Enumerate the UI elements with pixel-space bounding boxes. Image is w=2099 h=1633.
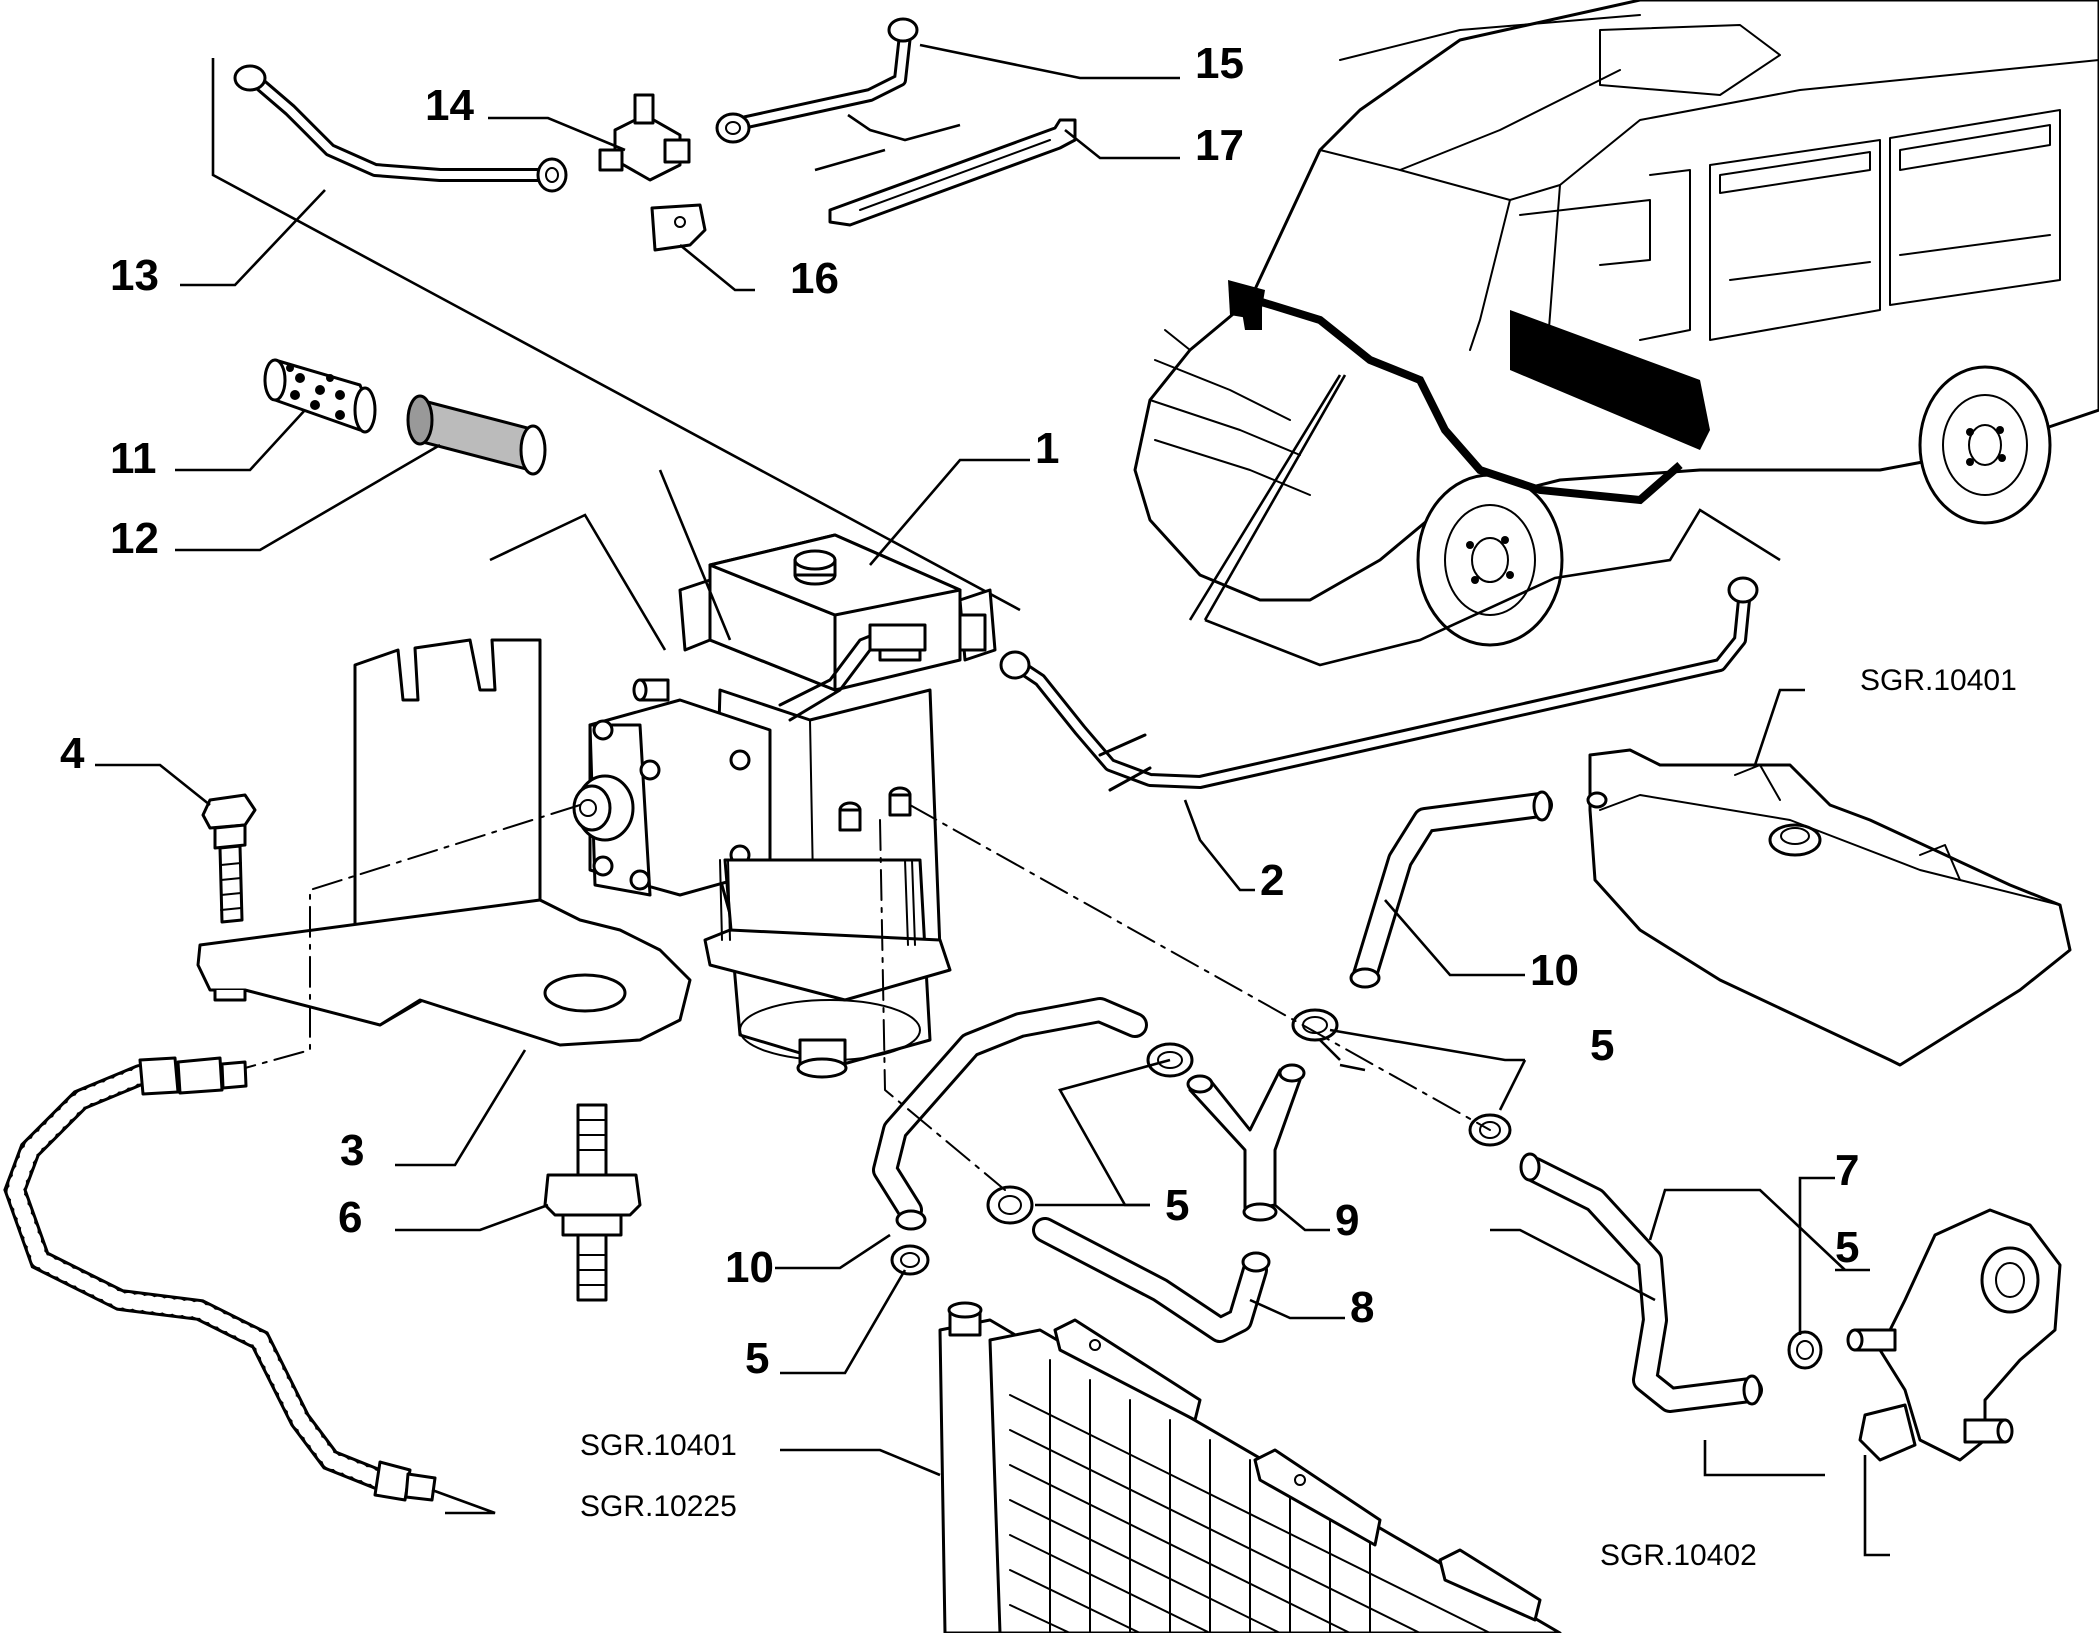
callout-5b: 5 bbox=[1165, 1181, 1189, 1230]
ref-hose: SGR.10225 bbox=[580, 1490, 737, 1523]
ref-radiator: SGR.10401 bbox=[580, 1429, 737, 1462]
part-7-hose bbox=[1519, 1152, 1763, 1413]
part-4-bolt bbox=[201, 793, 257, 924]
callout-15: 15 bbox=[1195, 39, 1244, 88]
part-9-y-connector bbox=[1186, 1063, 1306, 1222]
part-12-filter-sleeve bbox=[406, 394, 547, 476]
part-17-strip bbox=[828, 118, 1077, 227]
callout-2: 2 bbox=[1260, 856, 1284, 905]
water-pump bbox=[1846, 1208, 2062, 1462]
callout-16: 16 bbox=[790, 254, 839, 303]
part-14-tee-fitting bbox=[598, 93, 691, 182]
callout-4: 4 bbox=[60, 729, 85, 778]
heater-unit-highlight bbox=[1510, 310, 1710, 450]
radiator bbox=[938, 1301, 1562, 1633]
callout-17: 17 bbox=[1195, 121, 1244, 170]
callout-11: 11 bbox=[110, 434, 157, 483]
part-2-pipe bbox=[999, 576, 1759, 792]
callout-5d: 5 bbox=[745, 1334, 769, 1383]
callout-10b: 10 bbox=[725, 1243, 774, 1292]
ref-tank: SGR.10401 bbox=[1860, 664, 2017, 697]
callout-8: 8 bbox=[1350, 1283, 1374, 1332]
part-10-hose-lower bbox=[872, 997, 1148, 1231]
callout-14: 14 bbox=[425, 81, 474, 130]
part-8-hose bbox=[1032, 1217, 1271, 1343]
callout-13: 13 bbox=[110, 251, 159, 300]
callout-5c: 5 bbox=[1835, 1223, 1859, 1272]
coolant-hose-long bbox=[3, 1056, 437, 1502]
part-10-hose-upper bbox=[1349, 790, 1553, 989]
callout-6: 6 bbox=[338, 1193, 362, 1242]
callout-1: 1 bbox=[1035, 424, 1059, 473]
part-16-bracket bbox=[650, 203, 707, 252]
part-15-pipe bbox=[715, 17, 919, 144]
part-6-connector bbox=[543, 1103, 642, 1302]
callout-3: 3 bbox=[340, 1126, 364, 1175]
van-illustration bbox=[1133, 0, 2099, 667]
part-11-perforated-sleeve bbox=[263, 358, 377, 434]
ref-pump: SGR.10402 bbox=[1600, 1539, 1757, 1572]
part-1-heater-unit bbox=[572, 533, 997, 1079]
callout-9: 9 bbox=[1335, 1196, 1359, 1245]
callout-7: 7 bbox=[1835, 1146, 1859, 1195]
expansion-tank bbox=[1586, 748, 2072, 1067]
part-3-bracket bbox=[196, 638, 692, 1047]
callout-10a: 10 bbox=[1530, 946, 1579, 995]
callout-5a: 5 bbox=[1590, 1021, 1614, 1070]
part-13-pipe bbox=[233, 64, 568, 193]
callout-12: 12 bbox=[110, 514, 159, 563]
